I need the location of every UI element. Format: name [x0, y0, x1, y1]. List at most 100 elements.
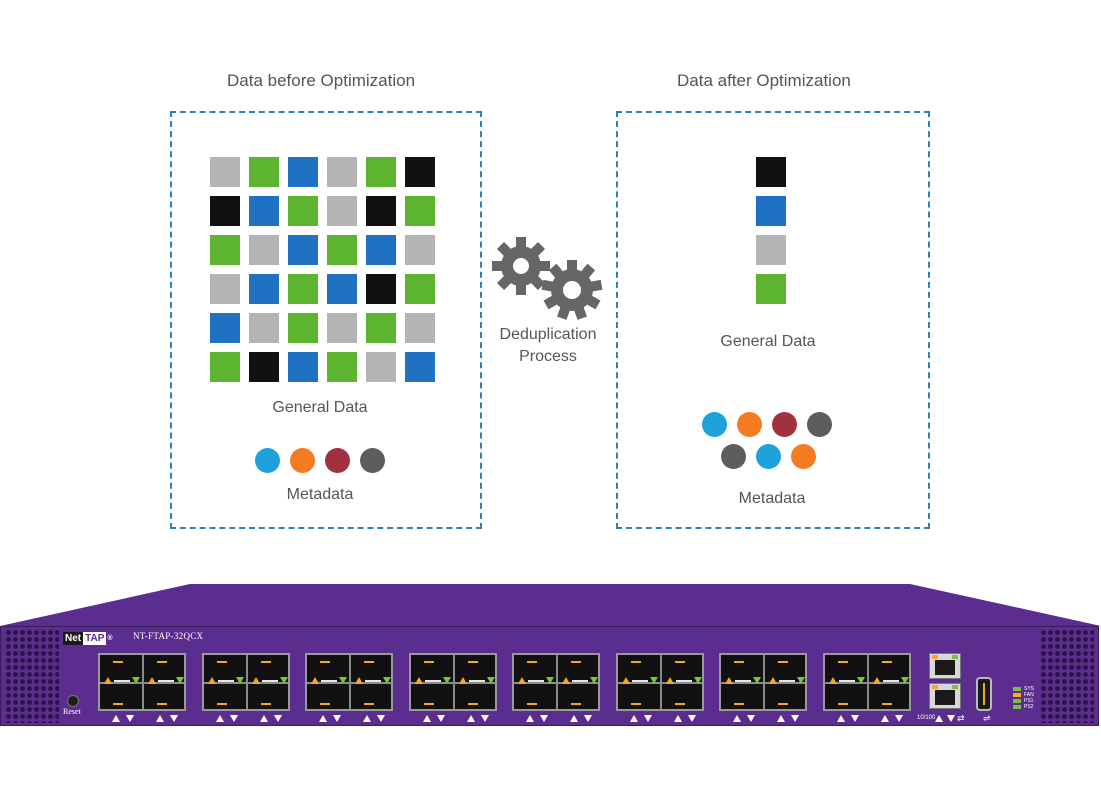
rx-arrow-icon	[584, 715, 592, 722]
metadata-dot	[360, 448, 385, 473]
data-block	[210, 352, 240, 382]
after-metadata-label: Metadata	[738, 490, 806, 507]
data-block	[249, 196, 279, 226]
left-vent-grille	[5, 629, 59, 723]
qsfp-port-group[interactable]	[616, 653, 704, 711]
after-metadata-row-2	[721, 444, 861, 472]
after-title: Data after Optimization	[677, 71, 851, 90]
data-block	[210, 235, 240, 265]
tx-arrow-icon	[260, 715, 268, 722]
before-general-data-label: General Data	[272, 399, 368, 416]
before-general-data-grid	[210, 157, 440, 387]
qsfp-port-group[interactable]	[202, 653, 290, 711]
qsfp-port-group[interactable]	[719, 653, 807, 711]
metadata-dot	[791, 444, 816, 469]
rx-arrow-icon	[377, 715, 385, 722]
data-block	[249, 235, 279, 265]
after-general-data-label: General Data	[720, 333, 816, 350]
device-chassis-top	[0, 584, 1101, 626]
before-metadata-label: Metadata	[286, 486, 354, 503]
rx-arrow-icon	[333, 715, 341, 722]
unique-data-block	[756, 235, 786, 265]
metadata-dot	[255, 448, 280, 473]
reset-label: Reset	[63, 707, 81, 716]
data-block	[288, 157, 318, 187]
rx-arrow-icon	[230, 715, 238, 722]
tx-arrow-icon	[363, 715, 371, 722]
metadata-dot	[290, 448, 315, 473]
tx-arrow-icon	[777, 715, 785, 722]
data-block	[249, 274, 279, 304]
data-block	[288, 196, 318, 226]
data-block	[327, 274, 357, 304]
data-block	[288, 313, 318, 343]
rx-arrow-icon	[437, 715, 445, 722]
qsfp-port-group[interactable]	[409, 653, 497, 711]
rx-arrow-icon	[481, 715, 489, 722]
tx-arrow-icon	[674, 715, 682, 722]
data-block	[366, 274, 396, 304]
rx-arrow-icon	[274, 715, 282, 722]
status-led	[1013, 699, 1021, 703]
status-led	[1013, 693, 1021, 697]
data-block	[405, 157, 435, 187]
data-block	[405, 274, 435, 304]
unique-data-block	[756, 157, 786, 187]
tx-arrow-icon	[570, 715, 578, 722]
data-block	[327, 313, 357, 343]
data-block	[327, 235, 357, 265]
data-block	[366, 235, 396, 265]
process-label-line1: Deduplication	[499, 326, 597, 343]
metadata-dot	[756, 444, 781, 469]
after-panel	[616, 111, 930, 529]
data-block	[288, 235, 318, 265]
tx-arrow-icon	[526, 715, 534, 722]
rx-arrow-icon	[644, 715, 652, 722]
tx-arrow-icon	[112, 715, 120, 722]
tx-arrow-icon	[467, 715, 475, 722]
mgmt-port-2[interactable]	[929, 683, 961, 709]
data-block	[405, 235, 435, 265]
unique-data-block	[756, 274, 786, 304]
qsfp-port-group[interactable]	[512, 653, 600, 711]
data-block	[210, 274, 240, 304]
data-block	[405, 313, 435, 343]
tx-arrow-icon	[216, 715, 224, 722]
data-block	[249, 313, 279, 343]
status-led-label: FAN	[1024, 692, 1034, 698]
qsfp-port-group[interactable]	[98, 653, 186, 711]
data-block	[405, 196, 435, 226]
data-block	[366, 352, 396, 382]
process-label: Deduplication Process	[478, 324, 618, 368]
rx-arrow-icon	[688, 715, 696, 722]
before-title: Data before Optimization	[227, 71, 416, 90]
mgmt-port-1[interactable]	[929, 653, 961, 679]
tx-arrow-icon	[630, 715, 638, 722]
process-label-line2: Process	[519, 348, 577, 365]
tx-arrow-icon	[837, 715, 845, 722]
metadata-dot	[721, 444, 746, 469]
device-model-label: NT-FTAP-32QCX	[133, 631, 204, 641]
network-icon: ⇄	[957, 713, 965, 723]
usb-icon: ⇌	[983, 713, 991, 723]
data-block	[366, 313, 396, 343]
tx-arrow-icon	[881, 715, 889, 722]
metadata-dot	[325, 448, 350, 473]
qsfp-port-group[interactable]	[823, 653, 911, 711]
data-block	[249, 352, 279, 382]
status-led-label: PS2	[1024, 704, 1034, 710]
reset-button[interactable]	[67, 695, 79, 707]
usb-port[interactable]	[976, 677, 992, 711]
tx-arrow-icon	[423, 715, 431, 722]
right-vent-grille	[1040, 629, 1094, 723]
tx-arrow-icon	[733, 715, 741, 722]
tx-arrow-icon	[319, 715, 327, 722]
data-block	[249, 157, 279, 187]
rx-arrow-icon	[851, 715, 859, 722]
qsfp-port-group[interactable]	[305, 653, 393, 711]
unique-data-block	[756, 196, 786, 226]
rx-arrow-icon	[791, 715, 799, 722]
rx-arrow-icon	[126, 715, 134, 722]
